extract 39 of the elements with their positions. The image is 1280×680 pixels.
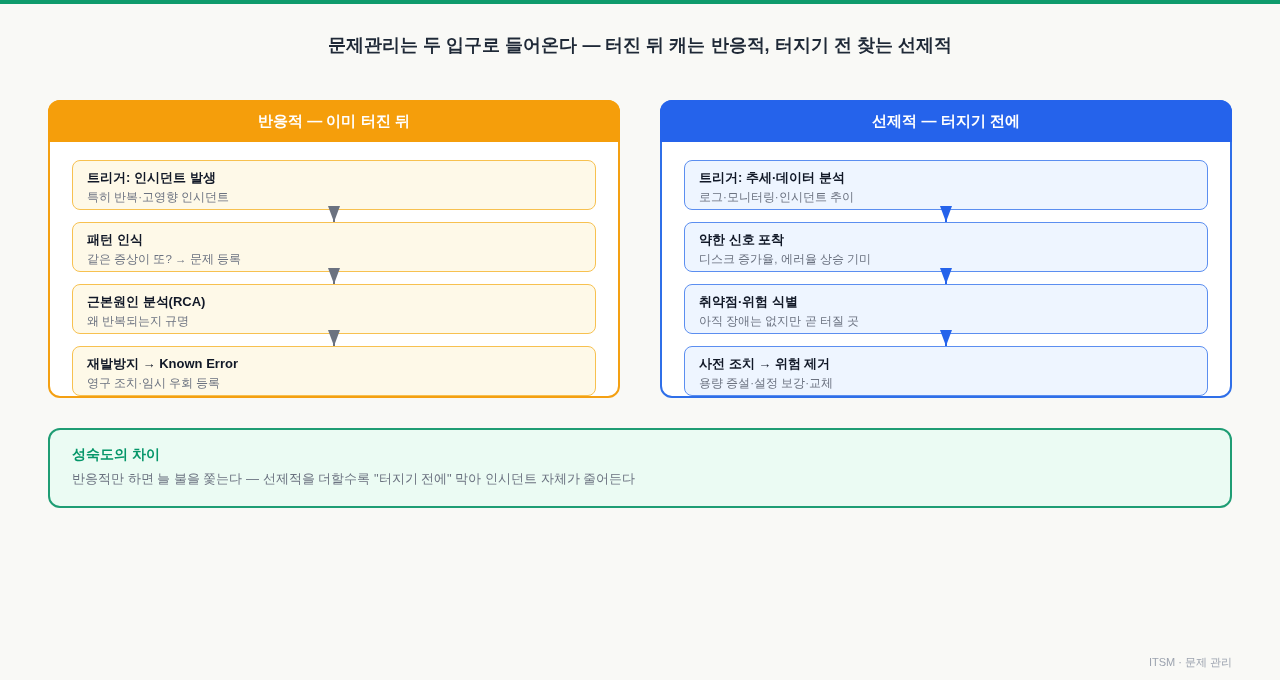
step-description: 영구 조치·임시 우회 등록 xyxy=(87,376,221,391)
arrow xyxy=(940,268,952,285)
step-title: 취약점·위험 식별 xyxy=(699,293,798,311)
panel xyxy=(48,100,620,398)
step-box xyxy=(684,284,1208,334)
step-title: 약한 신호 포착 xyxy=(699,231,785,249)
step-box xyxy=(72,284,596,334)
step-title: 사전 조치 → 위험 제거 xyxy=(699,355,831,373)
arrow xyxy=(328,206,340,223)
step-box xyxy=(684,222,1208,272)
panel-heading: 선제적 — 터지기 전에 xyxy=(660,100,1232,142)
note-box xyxy=(48,428,1232,508)
step-description: 왜 반복되는지 규명 xyxy=(87,314,190,329)
step-description: 로그·모니터링·인시던트 추이 xyxy=(699,190,854,205)
step-box xyxy=(684,346,1208,396)
step-box xyxy=(684,160,1208,210)
step-title: 트리거: 인시던트 발생 xyxy=(87,169,216,187)
step-description: 아직 장애는 없지만 곧 터질 곳 xyxy=(699,314,859,329)
step-title: 재발방지 → Known Error xyxy=(87,355,238,373)
arrow xyxy=(940,330,952,347)
arrow xyxy=(328,330,340,347)
step-description: 용량 증설·설정 보강·교체 xyxy=(699,376,834,391)
step-title: 트리거: 추세·데이터 분석 xyxy=(699,169,845,187)
panel-heading: 반응적 — 이미 터진 뒤 xyxy=(48,100,620,142)
step-description: 디스크 증가율, 에러율 상승 기미 xyxy=(699,252,871,267)
footer-text: ITSM · 문제 관리 xyxy=(1148,655,1232,670)
step-description: 특히 반복·고영향 인시던트 xyxy=(87,190,230,205)
step-title: 근본원인 분석(RCA) xyxy=(87,293,206,311)
panel xyxy=(660,100,1232,398)
step-description: 같은 증상이 또? → 문제 등록 xyxy=(87,252,241,267)
arrow xyxy=(940,206,952,223)
title: 문제관리는 두 입구로 들어온다 — 터진 뒤 캐는 반응적, 터지기 전 찾는 선제적 xyxy=(328,34,952,57)
note-title: 성숙도의 차이 xyxy=(72,445,160,464)
step-box xyxy=(72,222,596,272)
step-title: 패턴 인식 xyxy=(87,231,143,249)
arrow xyxy=(328,268,340,285)
note-text: 반응적만 하면 늘 불을 쫓는다 — 선제적을 더할수록 "터지기 전에" 막아 인시던트 자체가 줄어든다 xyxy=(72,470,636,488)
step-box xyxy=(72,346,596,396)
step-box xyxy=(72,160,596,210)
